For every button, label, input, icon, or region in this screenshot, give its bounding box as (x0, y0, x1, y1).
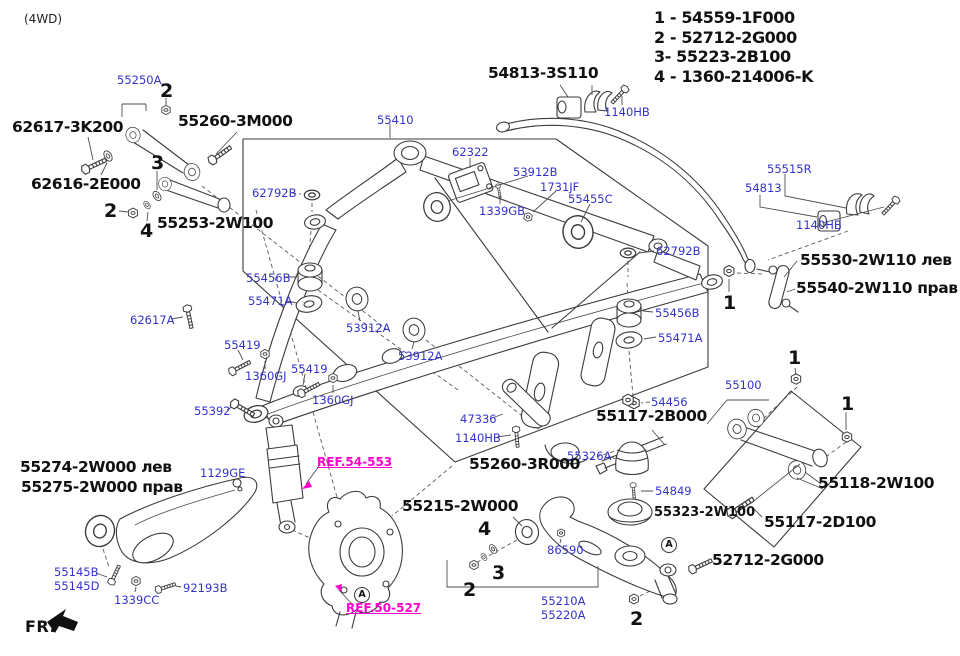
callout-1339CC: 1339CC (114, 593, 160, 607)
callout-54456: 54456 (651, 395, 688, 409)
callout-55274-2W000: 55274-2W000 лев (20, 458, 172, 476)
callout-53912A-2: 53912A (398, 349, 443, 363)
legend-item-3: 3- 55223-2B100 (654, 47, 791, 66)
callout-num4-b: 4 (478, 518, 492, 540)
callout-55260-3M000: 55260-3M000 (178, 112, 293, 130)
callout-55392: 55392 (194, 404, 231, 418)
callout-55210A: 55210A (541, 594, 586, 608)
callout-62617-3K200: 62617-3K200 (12, 118, 124, 136)
callout-ref-50-527: REF.50-527 (346, 601, 422, 615)
stabilizer-clamp-top (556, 83, 631, 119)
legend-item-2: 2 - 52712-2G000 (654, 27, 797, 47)
callout-86590: 86590 (547, 543, 584, 557)
callout-55419-1: 55419 (224, 338, 261, 352)
callout-55471A-right: 55471A (658, 331, 703, 345)
callout-num2-b: 2 (104, 200, 118, 222)
callout-55419-2: 55419 (291, 362, 328, 376)
callout-62792B-right: 62792B (656, 244, 701, 258)
dynamic-damper (501, 378, 551, 448)
callout-92193B: 92193B (183, 581, 228, 595)
callout-55410: 55410 (377, 113, 414, 127)
callout-54813-3S110: 54813-3S110 (488, 64, 599, 82)
callout-55323-2W100: 55323-2W100 (654, 505, 756, 520)
upper-arm-55100 (724, 406, 828, 521)
callout-55515R: 55515R (767, 162, 812, 176)
bushing-55456B-right (616, 298, 642, 328)
lower-arm-assembly (469, 393, 714, 605)
callout-1140HB-bottom: 1140HB (455, 431, 501, 445)
callout-1140HB-top: 1140HB (604, 105, 650, 119)
callout-47336: 47336 (460, 412, 497, 426)
shock-absorber (206, 397, 304, 534)
callout-num2-d: 2 (630, 608, 644, 630)
callout-num4-a: 4 (140, 220, 154, 242)
upper-arm-assembly (79, 104, 234, 219)
callout-1360GJ-2: 1360GJ (312, 393, 354, 407)
callout-62322: 62322 (452, 145, 489, 159)
callout-num3-b: 3 (492, 562, 506, 584)
trailing-arm (80, 476, 258, 595)
callout-num1-c: 1 (841, 393, 855, 415)
callout-55117-2D100: 55117-2D100 (764, 513, 876, 531)
callout-55540-2W110: 55540-2W110 прав (796, 279, 958, 297)
callout-54813-right: 54813 (745, 181, 782, 195)
callout-55220A: 55220A (541, 608, 586, 622)
callout-53912B: 53912B (513, 165, 558, 179)
callout-55326A: 55326A (567, 449, 612, 463)
callout-1360GJ-1: 1360GJ (245, 369, 287, 383)
legend-item-4: 4 - 1360-214006-K (654, 66, 814, 86)
callout-55145B: 55145B (54, 565, 99, 579)
fr-direction-arrow (47, 609, 78, 633)
fr-label: FR. (25, 617, 57, 636)
callout-55250A: 55250A (117, 73, 162, 87)
callout-55530-2W110: 55530-2W110 лев (800, 251, 952, 269)
leader-lines (87, 84, 885, 605)
callout-55215-2W000: 55215-2W000 (402, 497, 519, 515)
callout-53912A-1: 53912A (346, 321, 391, 335)
callout-62617A: 62617A (130, 313, 175, 327)
callout-55456B-left: 55456B (246, 271, 291, 285)
rear-knuckle (308, 490, 403, 629)
assembly-box-55410 (242, 138, 709, 463)
callout-55275-2W000: 55275-2W000 прав (21, 478, 183, 496)
callout-1129GE: 1129GE (200, 466, 246, 480)
callout-62616-2E000: 62616-2E000 (31, 175, 141, 193)
bushing-hardware (182, 182, 853, 443)
callout-55145D: 55145D (54, 579, 100, 593)
callout-1339GB: 1339GB (479, 204, 526, 218)
bushing-55456B-left (297, 262, 323, 292)
stabilizer-bar (496, 117, 756, 274)
callout-54849: 54849 (655, 484, 692, 498)
drive-type-label: (4WD) (24, 12, 63, 26)
callout-55117-2B000: 55117-2B000 (596, 407, 707, 425)
callout-num1-a: 1 (723, 292, 737, 314)
callout-num2-c: 2 (463, 579, 477, 601)
callout-52712-2G000: 52712-2G000 (712, 551, 824, 569)
callout-1140HB-right: 1140HB (796, 218, 842, 232)
callout-circle-A-knuckle: A (354, 587, 370, 603)
callout-55455C: 55455C (568, 192, 613, 206)
callout-55118-2W100: 55118-2W100 (818, 474, 935, 492)
legend-item-1: 1 - 54559-1F000 (654, 8, 795, 27)
callout-ref-54-553: REF.54-553 (317, 455, 393, 469)
callout-55471A-left: 55471A (248, 294, 293, 308)
callout-num3-a: 3 (151, 152, 165, 174)
callout-num1-b: 1 (788, 347, 802, 369)
callout-circle-A-arm: A (661, 537, 677, 553)
callout-1731JF: 1731JF (540, 180, 580, 194)
callout-62792B-left: 62792B (252, 186, 297, 200)
callout-55260-3R000: 55260-3R000 (469, 455, 581, 473)
callout-55100: 55100 (725, 378, 762, 392)
callout-55456B-right: 55456B (655, 306, 700, 320)
callout-num2-a: 2 (160, 80, 174, 102)
legend-list: 1 - 54559-1F000 2 - 52712-2G000 3- 55223… (654, 8, 814, 86)
callout-55253-2W100: 55253-2W100 (157, 214, 274, 232)
